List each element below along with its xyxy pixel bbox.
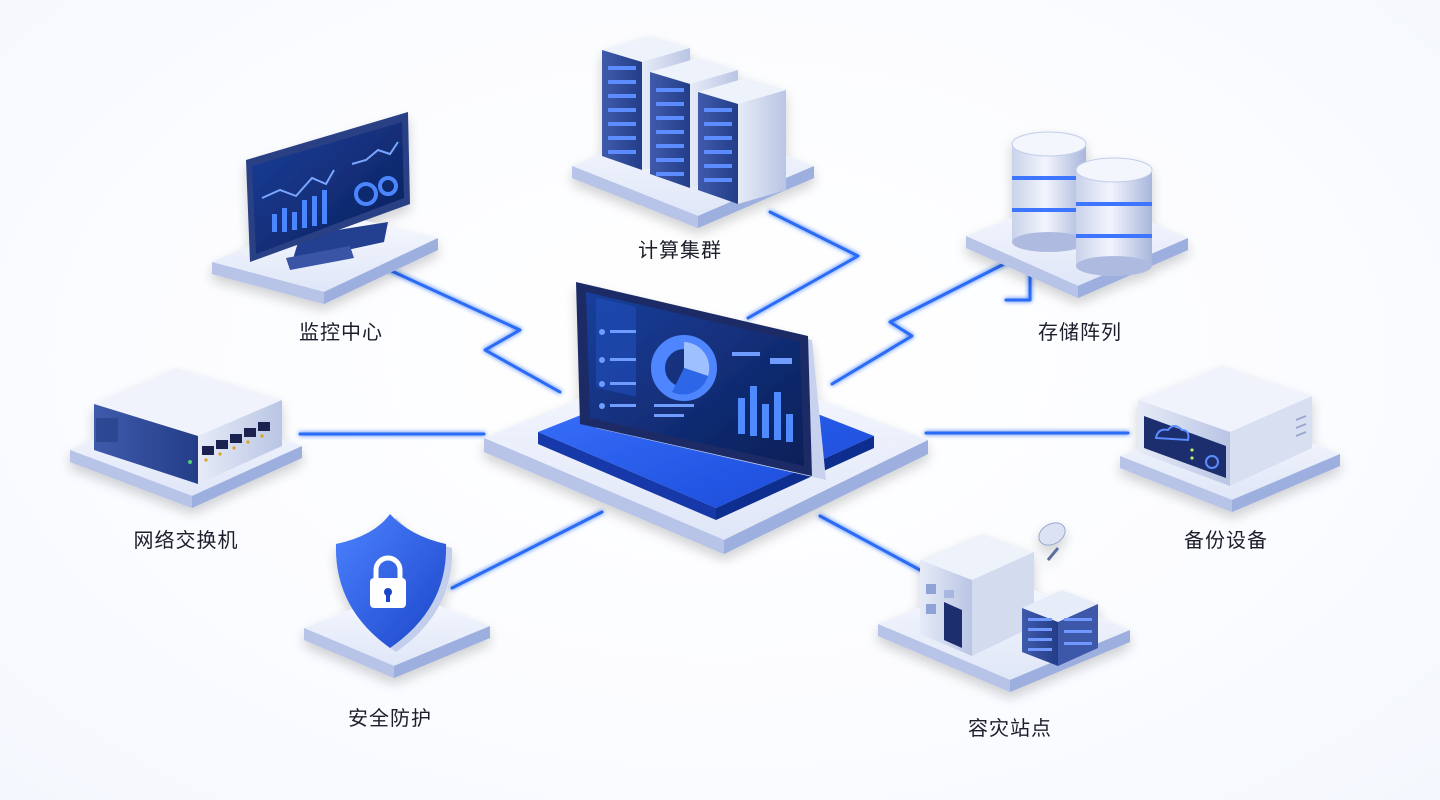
link-security-hub (450, 510, 604, 590)
link-storage-hub (830, 260, 1010, 386)
link-storage-stub (1004, 268, 1032, 302)
security-node[interactable] (304, 514, 490, 678)
connection-lines (298, 210, 1130, 590)
central-dashboard-icon (576, 282, 826, 480)
label-security: 安全防护 (348, 706, 432, 730)
label-storage: 存储阵列 (1038, 320, 1122, 344)
network-switch-icon (94, 368, 282, 484)
label-switch: 网络交换机 (133, 528, 239, 552)
shield-lock-icon (335, 514, 453, 652)
label-compute: 计算集群 (638, 238, 722, 262)
building-satellite-icon (920, 522, 1098, 666)
switch-node[interactable] (70, 368, 302, 508)
label-backup: 备份设备 (1184, 528, 1268, 552)
monitoring-node[interactable] (212, 112, 438, 304)
hub-node[interactable] (484, 282, 928, 554)
backup-node[interactable] (1120, 366, 1340, 512)
server-rack-icon (602, 36, 786, 204)
monitor-dashboard-icon (246, 112, 410, 270)
label-dr-site: 容灾站点 (968, 716, 1052, 740)
database-icon (1011, 131, 1153, 276)
backup-appliance-icon (1138, 366, 1312, 486)
dr-site-node[interactable] (878, 518, 1130, 692)
compute-node[interactable] (572, 36, 814, 228)
storage-node[interactable] (966, 131, 1188, 298)
link-compute-hub (746, 210, 860, 320)
label-monitoring: 监控中心 (299, 320, 383, 344)
link-drsite-hub (818, 514, 922, 572)
link-monitoring-hub (383, 266, 562, 394)
